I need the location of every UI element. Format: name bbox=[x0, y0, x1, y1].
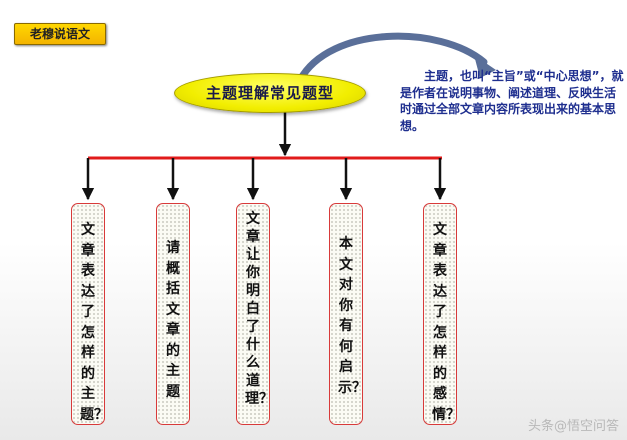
question-box-4: 本文对你有何启示？ bbox=[329, 203, 366, 425]
definition-note: 主题，也叫“主旨”或“中心思想”，就是作者在说明事物、阐述道理、反映生活时通过全… bbox=[400, 69, 624, 133]
question-box-5: 文章表达了怎样的感情？ bbox=[423, 203, 460, 425]
central-topic-oval: 主题理解常见题型 bbox=[174, 73, 366, 113]
question-text-3: 文章让你明白了什么道理？ bbox=[245, 211, 273, 407]
curved-arrow-head bbox=[474, 55, 496, 78]
watermark: 头条@悟空问答 bbox=[527, 419, 619, 434]
curved-arrow bbox=[296, 32, 488, 84]
question-box-2: 请概括文章的主题 bbox=[156, 203, 190, 425]
question-box-3: 文章让你明白了什么道理？ bbox=[236, 203, 273, 425]
question-text-4: 本文对你有何启示？ bbox=[338, 236, 366, 396]
question-text-2: 请概括文章的主题 bbox=[166, 240, 180, 400]
question-text-1: 文章表达了怎样的主题？ bbox=[80, 222, 108, 423]
author-badge: 老穆说语文 bbox=[14, 23, 106, 45]
question-box-1: 文章表达了怎样的主题？ bbox=[71, 203, 108, 425]
question-text-5: 文章表达了怎样的感情？ bbox=[432, 222, 460, 423]
